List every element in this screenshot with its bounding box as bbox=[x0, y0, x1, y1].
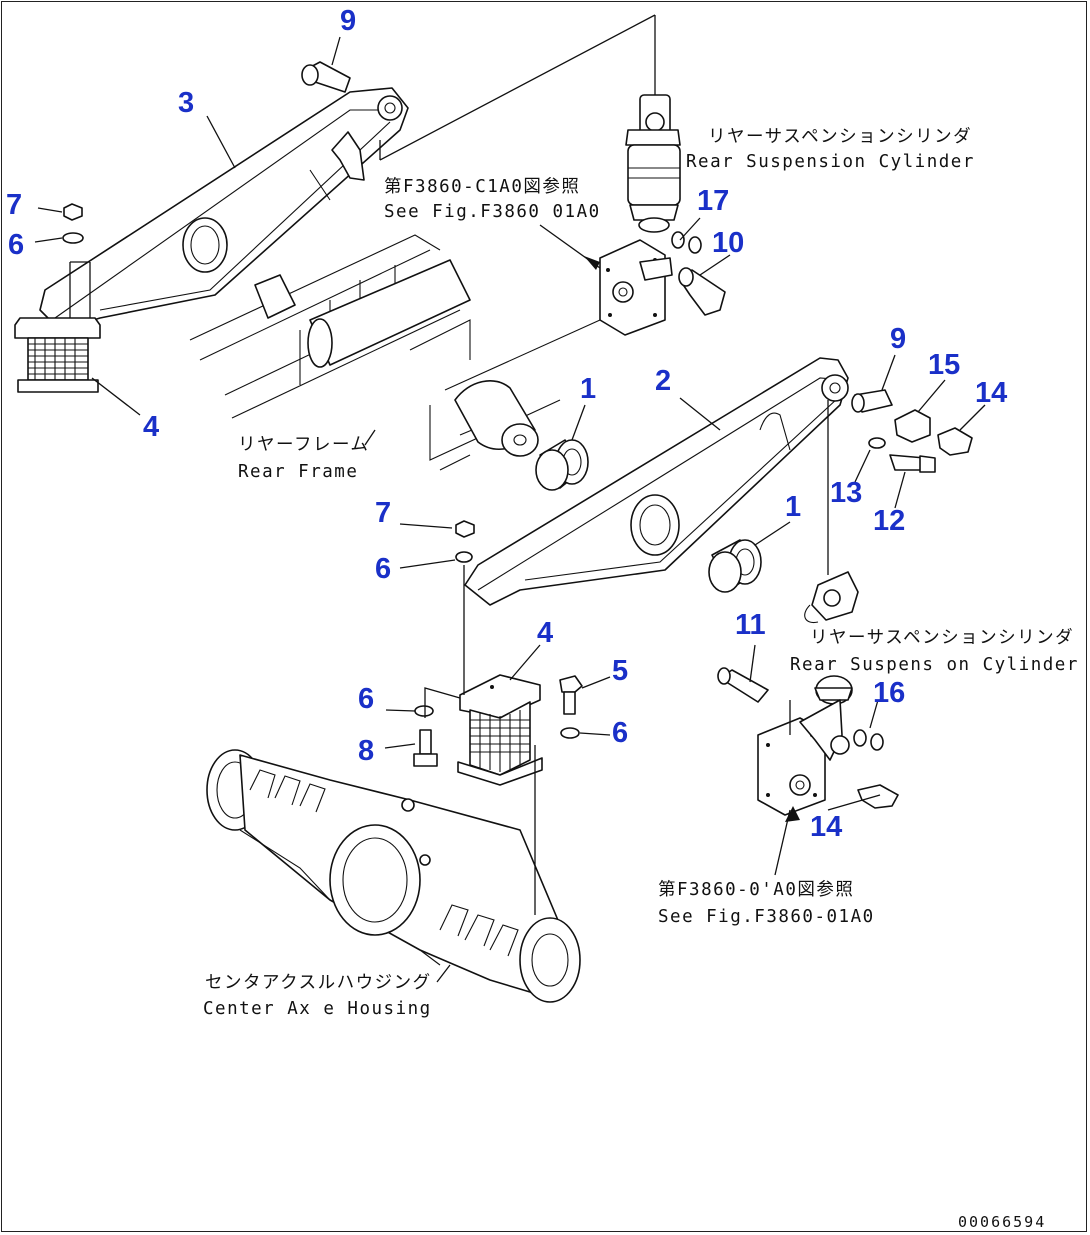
rubber-mount-4-center bbox=[457, 674, 543, 786]
suspension-arm-3 bbox=[39, 87, 409, 331]
bolt-5 bbox=[559, 675, 583, 715]
suspension-arm-2 bbox=[464, 357, 849, 606]
label-center-axle-housing-jp: センタアクスルハウジング bbox=[205, 973, 432, 993]
washer-13 bbox=[868, 437, 886, 449]
arrow-top bbox=[584, 256, 600, 270]
text-labels: リヤーサスペンションシリンダ Rear Suspension Cylinder … bbox=[203, 127, 1079, 1231]
bolt-12 bbox=[889, 454, 936, 473]
callout-3: 3 bbox=[178, 87, 194, 119]
callout-4-center: 4 bbox=[537, 617, 553, 649]
callout-17: 17 bbox=[697, 185, 729, 217]
callout-13: 13 bbox=[830, 477, 862, 509]
nut-7-left bbox=[63, 203, 83, 221]
callout-5: 5 bbox=[612, 655, 628, 687]
callout-6-center-left: 6 bbox=[358, 683, 374, 715]
callout-4-left: 4 bbox=[143, 411, 159, 443]
washer-6-center-left bbox=[414, 705, 434, 717]
callout-numbers: 9 3 7 6 4 17 10 1 2 9 15 14 13 12 1 7 6 … bbox=[6, 5, 1007, 843]
arrow-bottom bbox=[785, 806, 800, 822]
suspension-cylinder-top bbox=[625, 94, 681, 233]
label-see-fig-bottom-en: See Fig.F3860-01A0 bbox=[658, 907, 875, 927]
nut-7-center bbox=[455, 520, 475, 538]
label-rear-suspension-cylinder-top-en: Rear Suspension Cylinder bbox=[686, 152, 975, 172]
washer-6-left bbox=[62, 232, 84, 244]
label-see-fig-bottom-jp: 第F3860-0'A0図参照 bbox=[658, 880, 854, 900]
pin-9-right bbox=[851, 389, 893, 413]
callout-6-left: 6 bbox=[8, 229, 24, 261]
callout-1-lower: 1 bbox=[785, 491, 801, 523]
callout-9-right: 9 bbox=[890, 323, 906, 355]
callout-6-center-right: 6 bbox=[612, 717, 628, 749]
callout-14-lower: 14 bbox=[810, 811, 842, 843]
rear-frame bbox=[189, 234, 601, 471]
cylinder-bracket-bottom bbox=[757, 699, 850, 816]
callout-16: 16 bbox=[873, 677, 905, 709]
suspension-cylinder-right bbox=[804, 571, 859, 705]
pin-9-upper bbox=[301, 61, 351, 93]
label-see-fig-top-en: See Fig.F3860 01A0 bbox=[384, 202, 601, 222]
washer-6-center-right bbox=[560, 727, 580, 739]
washer-16 bbox=[853, 729, 884, 751]
pin-10 bbox=[678, 267, 726, 316]
callout-9-upper: 9 bbox=[340, 5, 356, 37]
bolt-15 bbox=[894, 409, 931, 443]
center-axle-housing bbox=[206, 749, 581, 1003]
callout-7-center: 7 bbox=[375, 497, 391, 529]
label-rear-frame-en: Rear Frame bbox=[238, 462, 358, 482]
callout-12: 12 bbox=[873, 505, 905, 537]
drawing-code: 00066594 bbox=[958, 1213, 1046, 1231]
leader-lines bbox=[34, 14, 986, 915]
callout-11: 11 bbox=[735, 609, 766, 641]
pin-11 bbox=[717, 667, 769, 703]
label-rear-suspension-cylinder-top-jp: リヤーサスペンションシリンダ bbox=[708, 127, 972, 147]
bushing-1-upper bbox=[535, 439, 589, 491]
callout-2: 2 bbox=[655, 365, 671, 397]
callout-10: 10 bbox=[712, 227, 744, 259]
rubber-mount-4-left bbox=[14, 317, 101, 393]
washer-17 bbox=[671, 231, 702, 254]
callout-1-upper: 1 bbox=[580, 373, 596, 405]
callout-8: 8 bbox=[358, 735, 374, 767]
callout-7-left: 7 bbox=[6, 189, 22, 221]
lube-fitting-14-upper bbox=[937, 427, 973, 456]
label-rear-suspension-cylinder-right-en: Rear Suspens on Cylinder bbox=[790, 655, 1079, 675]
callout-14-upper: 14 bbox=[975, 377, 1007, 409]
label-center-axle-housing-en: Center Ax e Housing bbox=[203, 999, 432, 1019]
label-rear-suspension-cylinder-right-jp: リヤーサスペンションシリンダ bbox=[810, 628, 1074, 648]
cylinder-bracket-top bbox=[599, 239, 673, 336]
callout-6-center-upper: 6 bbox=[375, 553, 391, 585]
callout-15: 15 bbox=[928, 349, 960, 381]
bolt-8 bbox=[413, 729, 438, 767]
label-see-fig-top-jp: 第F3860-C1A0図参照 bbox=[384, 177, 580, 197]
lube-fitting-14-lower bbox=[857, 784, 899, 809]
washer-6-center-upper bbox=[455, 551, 473, 563]
bushing-1-lower bbox=[708, 539, 762, 593]
label-rear-frame-jp: リヤーフレーム bbox=[238, 435, 369, 455]
